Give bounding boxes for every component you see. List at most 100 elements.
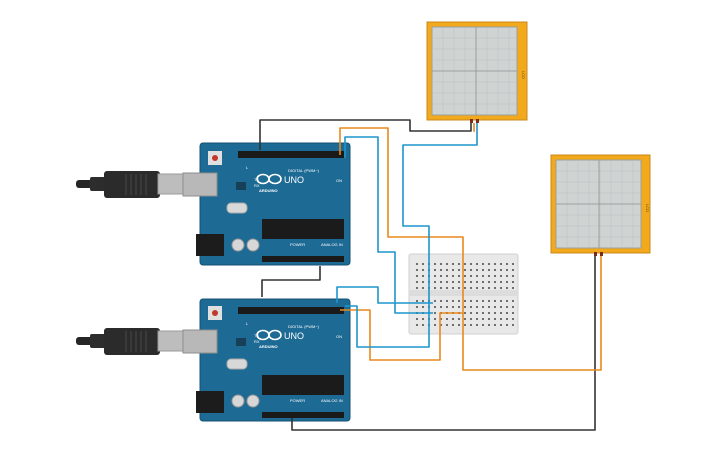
breadboard-hole[interactable]	[506, 287, 508, 289]
breadboard-hole[interactable]	[464, 281, 466, 283]
breadboard-hole[interactable]	[512, 263, 514, 265]
breadboard-hole[interactable]	[434, 324, 436, 326]
breadboard-hole[interactable]	[434, 306, 436, 308]
breadboard-hole[interactable]	[458, 263, 460, 265]
breadboard-hole[interactable]	[512, 312, 514, 314]
wire-black-top-lcd[interactable]	[259, 119, 472, 150]
breadboard-hole[interactable]	[452, 287, 454, 289]
breadboard-hole[interactable]	[476, 269, 478, 271]
breadboard-hole[interactable]	[500, 287, 502, 289]
breadboard-hole[interactable]	[512, 300, 514, 302]
digital-header[interactable]	[238, 151, 344, 158]
breadboard-hole[interactable]	[482, 281, 484, 283]
breadboard-hole[interactable]	[500, 269, 502, 271]
breadboard-hole[interactable]	[416, 318, 418, 320]
wire-black-bottom-lcd[interactable]	[291, 256, 596, 431]
breadboard-hole[interactable]	[446, 324, 448, 326]
breadboard-hole[interactable]	[434, 275, 436, 277]
breadboard-hole[interactable]	[470, 306, 472, 308]
breadboard-hole[interactable]	[422, 318, 424, 320]
breadboard-hole[interactable]	[494, 281, 496, 283]
breadboard-hole[interactable]	[470, 300, 472, 302]
breadboard-hole[interactable]	[506, 275, 508, 277]
breadboard-hole[interactable]	[500, 306, 502, 308]
breadboard-hole[interactable]	[512, 306, 514, 308]
breadboard-hole[interactable]	[422, 275, 424, 277]
wire-orange-bottom[interactable]	[340, 309, 463, 361]
breadboard-hole[interactable]	[458, 275, 460, 277]
breadboard-hole[interactable]	[416, 275, 418, 277]
power-analog-header[interactable]	[262, 256, 344, 262]
wire-blue-top-breadboard[interactable]	[344, 136, 433, 314]
breadboard-hole[interactable]	[416, 269, 418, 271]
breadboard-hole[interactable]	[446, 306, 448, 308]
breadboard-hole[interactable]	[470, 269, 472, 271]
breadboard-hole[interactable]	[488, 306, 490, 308]
breadboard-hole[interactable]	[458, 287, 460, 289]
breadboard-hole[interactable]	[500, 263, 502, 265]
lcd-pin[interactable]	[476, 119, 479, 123]
breadboard-hole[interactable]	[476, 275, 478, 277]
breadboard-hole[interactable]	[422, 287, 424, 289]
breadboard-hole[interactable]	[470, 263, 472, 265]
digital-header[interactable]	[238, 307, 344, 314]
breadboard-hole[interactable]	[470, 281, 472, 283]
breadboard-hole[interactable]	[434, 263, 436, 265]
breadboard-hole[interactable]	[494, 275, 496, 277]
breadboard-hole[interactable]	[482, 300, 484, 302]
breadboard-hole[interactable]	[494, 318, 496, 320]
usb-cable-top[interactable]	[76, 171, 184, 198]
breadboard-hole[interactable]	[488, 281, 490, 283]
breadboard-hole[interactable]	[440, 300, 442, 302]
breadboard-hole[interactable]	[488, 263, 490, 265]
breadboard-hole[interactable]	[512, 269, 514, 271]
lcd-panel-right[interactable]: LCD	[550, 154, 651, 256]
breadboard-hole[interactable]	[440, 275, 442, 277]
breadboard-hole[interactable]	[446, 275, 448, 277]
breadboard-hole[interactable]	[476, 312, 478, 314]
breadboard-hole[interactable]	[500, 324, 502, 326]
breadboard-hole[interactable]	[434, 312, 436, 314]
breadboard-hole[interactable]	[434, 318, 436, 320]
breadboard-hole[interactable]	[452, 263, 454, 265]
lcd-panel-top[interactable]: LCD	[426, 21, 528, 123]
breadboard-hole[interactable]	[416, 300, 418, 302]
breadboard-hole[interactable]	[482, 324, 484, 326]
breadboard-hole[interactable]	[458, 269, 460, 271]
breadboard-hole[interactable]	[452, 300, 454, 302]
breadboard-hole[interactable]	[512, 318, 514, 320]
breadboard-hole[interactable]	[488, 312, 490, 314]
breadboard-hole[interactable]	[470, 287, 472, 289]
breadboard-hole[interactable]	[416, 306, 418, 308]
breadboard-hole[interactable]	[494, 287, 496, 289]
breadboard-hole[interactable]	[488, 318, 490, 320]
breadboard-hole[interactable]	[416, 281, 418, 283]
breadboard-hole[interactable]	[476, 318, 478, 320]
wire-black-board-link[interactable]	[261, 266, 321, 297]
breadboard-hole[interactable]	[488, 275, 490, 277]
breadboard-hole[interactable]	[464, 306, 466, 308]
breadboard-hole[interactable]	[488, 269, 490, 271]
wire-blue-bottom-breadboard[interactable]	[336, 286, 433, 304]
usb-cable-bottom[interactable]	[76, 328, 184, 355]
breadboard-hole[interactable]	[500, 275, 502, 277]
breadboard-hole[interactable]	[458, 300, 460, 302]
breadboard-hole[interactable]	[464, 324, 466, 326]
breadboard-hole[interactable]	[512, 275, 514, 277]
breadboard-hole[interactable]	[482, 306, 484, 308]
breadboard-hole[interactable]	[506, 281, 508, 283]
breadboard-hole[interactable]	[434, 269, 436, 271]
breadboard-hole[interactable]	[506, 318, 508, 320]
wire-orange-stub[interactable]	[473, 123, 475, 132]
breadboard-hole[interactable]	[434, 287, 436, 289]
breadboard-hole[interactable]	[500, 318, 502, 320]
breadboard-hole[interactable]	[482, 275, 484, 277]
breadboard-hole[interactable]	[488, 324, 490, 326]
breadboard-hole[interactable]	[512, 324, 514, 326]
breadboard-hole[interactable]	[440, 281, 442, 283]
power-analog-header[interactable]	[262, 412, 344, 418]
breadboard-hole[interactable]	[500, 312, 502, 314]
breadboard-hole[interactable]	[506, 312, 508, 314]
breadboard-hole[interactable]	[482, 318, 484, 320]
breadboard-hole[interactable]	[452, 318, 454, 320]
